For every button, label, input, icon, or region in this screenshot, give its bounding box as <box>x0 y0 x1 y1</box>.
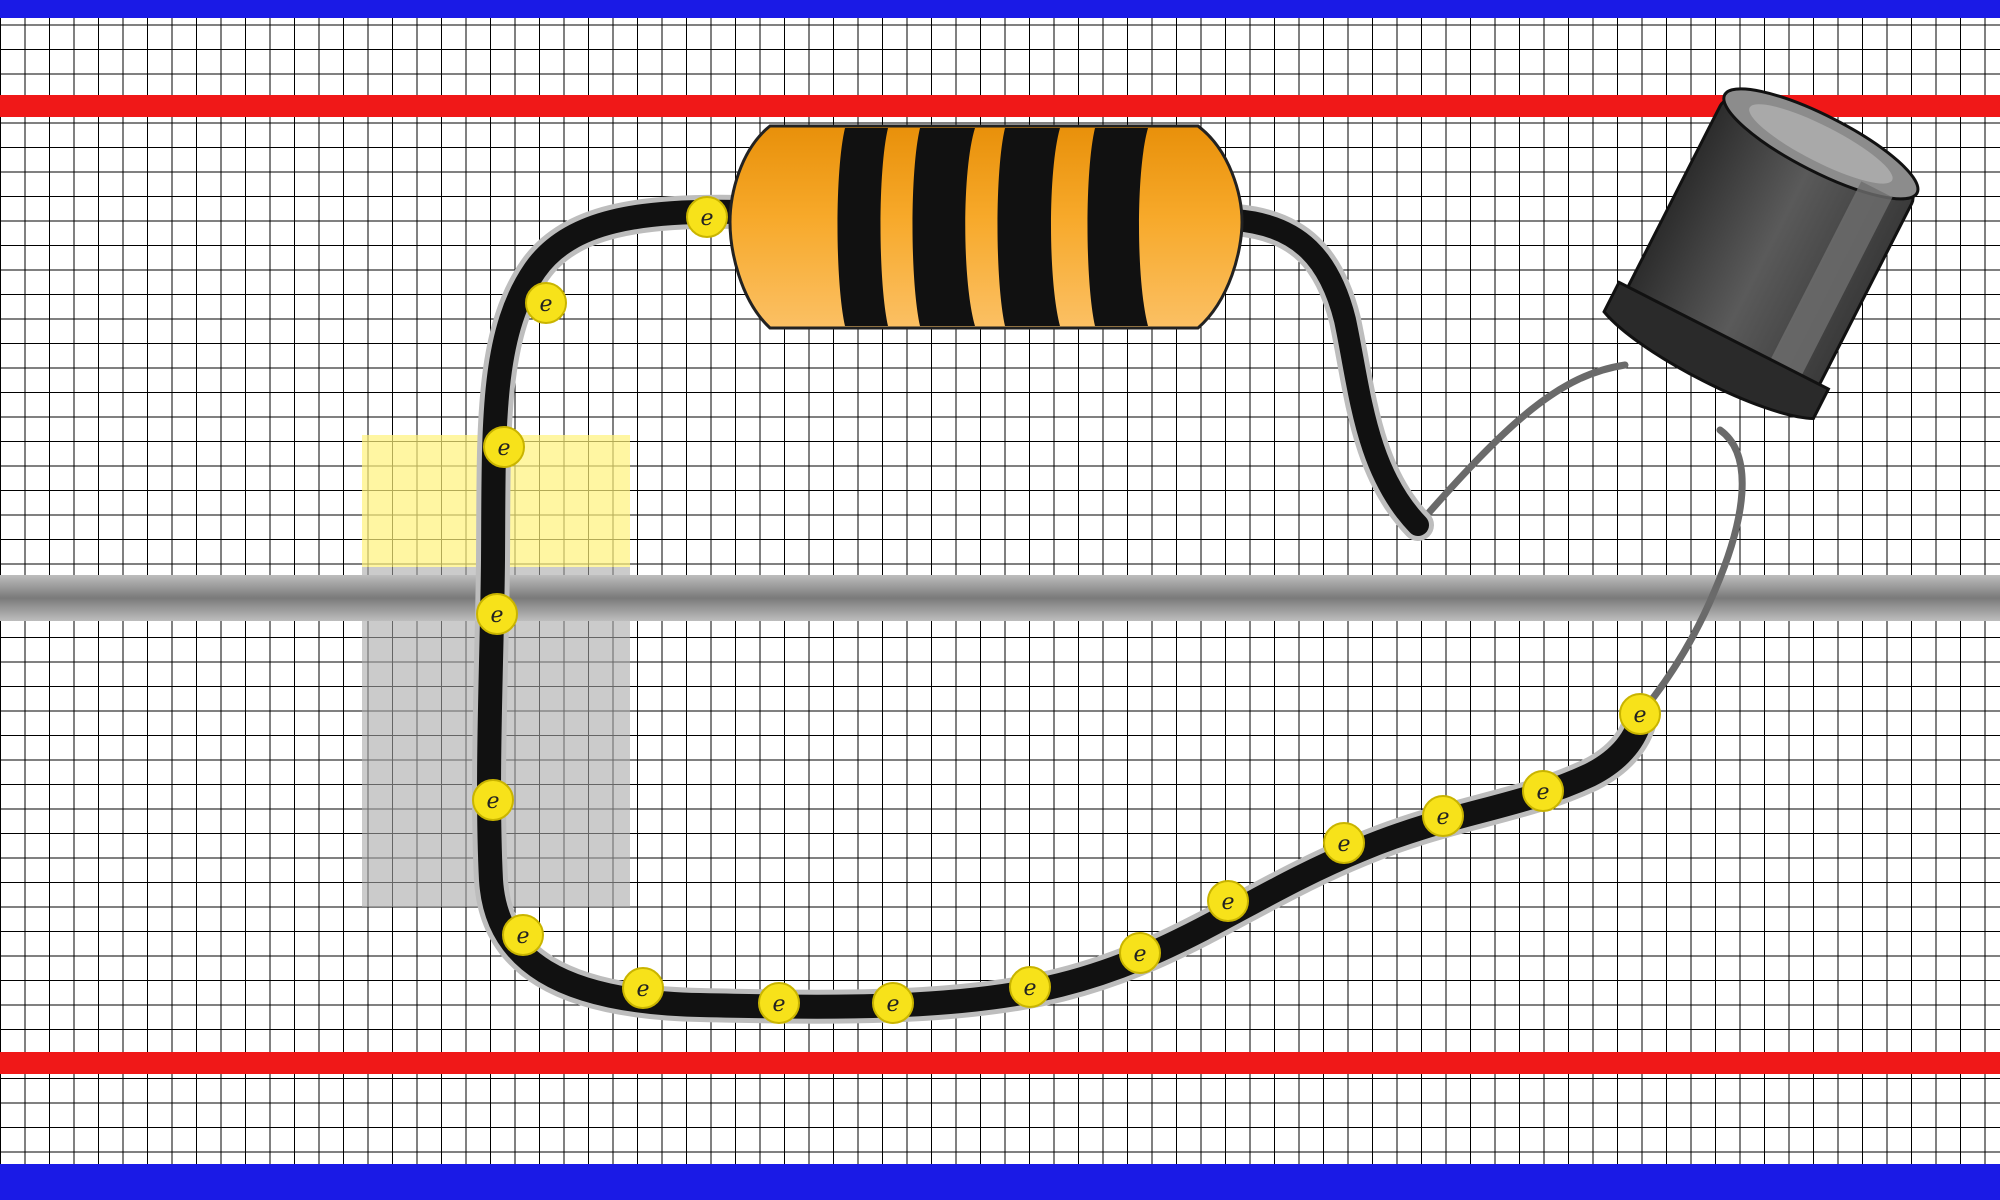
rail-red-top <box>0 95 2000 117</box>
capacitor-leads <box>1414 361 1746 716</box>
capacitor-lead-left <box>1414 361 1629 529</box>
wire-core <box>477 199 1654 1019</box>
electron-marker: e <box>476 593 518 635</box>
electron-symbol: e <box>490 603 503 628</box>
rail-red-bottom <box>0 1052 2000 1074</box>
electron-symbol: e <box>497 436 510 461</box>
electron-marker: e <box>1119 932 1161 974</box>
resistor-body <box>728 124 1244 330</box>
electron-circle <box>502 914 544 956</box>
electron-marker: e <box>1323 822 1365 864</box>
rail-blue-top <box>0 0 2000 18</box>
electron-marker: e <box>872 982 914 1024</box>
capacitor-stripe <box>1759 181 1893 398</box>
electron-symbol: e <box>539 292 552 317</box>
electron-symbol: e <box>886 992 899 1017</box>
wire-right-core <box>1224 209 1429 536</box>
electron-marker: e <box>483 426 525 468</box>
electron-symbol: e <box>1221 890 1234 915</box>
electron-marker: e <box>686 196 728 238</box>
resistor-band-4 <box>1087 128 1148 326</box>
capacitor-top-inner <box>1749 104 1893 184</box>
electron-circle <box>1323 822 1365 864</box>
electron-marker: e <box>472 779 514 821</box>
electron-marker: e <box>758 982 800 1024</box>
electron-symbol: e <box>1337 832 1350 857</box>
electron-marker: e <box>502 914 544 956</box>
resistor-band-1 <box>837 128 888 326</box>
electron-circle <box>1522 770 1564 812</box>
electron-marker: e <box>1207 880 1249 922</box>
electron-circle <box>472 779 514 821</box>
electron-circle <box>872 982 914 1024</box>
electron-circle <box>1422 795 1464 837</box>
electron-marker: e <box>1522 770 1564 812</box>
electron-symbol: e <box>1536 780 1549 805</box>
center-channel <box>0 575 2000 621</box>
resistor-band-3 <box>997 128 1060 326</box>
electron-symbol: e <box>1633 703 1646 728</box>
resistor-band-2 <box>912 128 975 326</box>
electron-marker: e <box>1422 795 1464 837</box>
electron-circle <box>1619 693 1661 735</box>
resistor <box>728 124 1244 330</box>
electron-symbol: e <box>1023 976 1036 1001</box>
electron-symbol: e <box>772 992 785 1017</box>
electrolytic-capacitor <box>1602 87 1920 420</box>
electron-circle <box>1207 880 1249 922</box>
electron-symbol: e <box>1436 805 1449 830</box>
electron-circle <box>686 196 728 238</box>
electron-marker: e <box>1009 966 1051 1008</box>
electron-symbol: e <box>1133 942 1146 967</box>
electron-circle <box>622 967 664 1009</box>
electron-marker: e <box>622 967 664 1009</box>
electron-circle <box>525 282 567 324</box>
electron-marker: e <box>1619 693 1661 735</box>
electron-circle <box>758 982 800 1024</box>
electron-circle <box>483 426 525 468</box>
electron-circle <box>1009 966 1051 1008</box>
electrons-group: e e e e e e e e e e e e e e e e <box>472 196 1661 1024</box>
electron-circle <box>1119 932 1161 974</box>
rail-blue-bottom <box>0 1164 2000 1200</box>
electron-circle <box>476 593 518 635</box>
capacitor-lead-right <box>1638 426 1746 716</box>
electron-symbol: e <box>636 977 649 1002</box>
electron-symbol: e <box>486 789 499 814</box>
capacitor-base-rim <box>1602 280 1831 420</box>
electron-symbol: e <box>516 924 529 949</box>
electron-marker: e <box>525 282 567 324</box>
electron-symbol: e <box>700 206 713 231</box>
wire <box>472 194 1659 1024</box>
